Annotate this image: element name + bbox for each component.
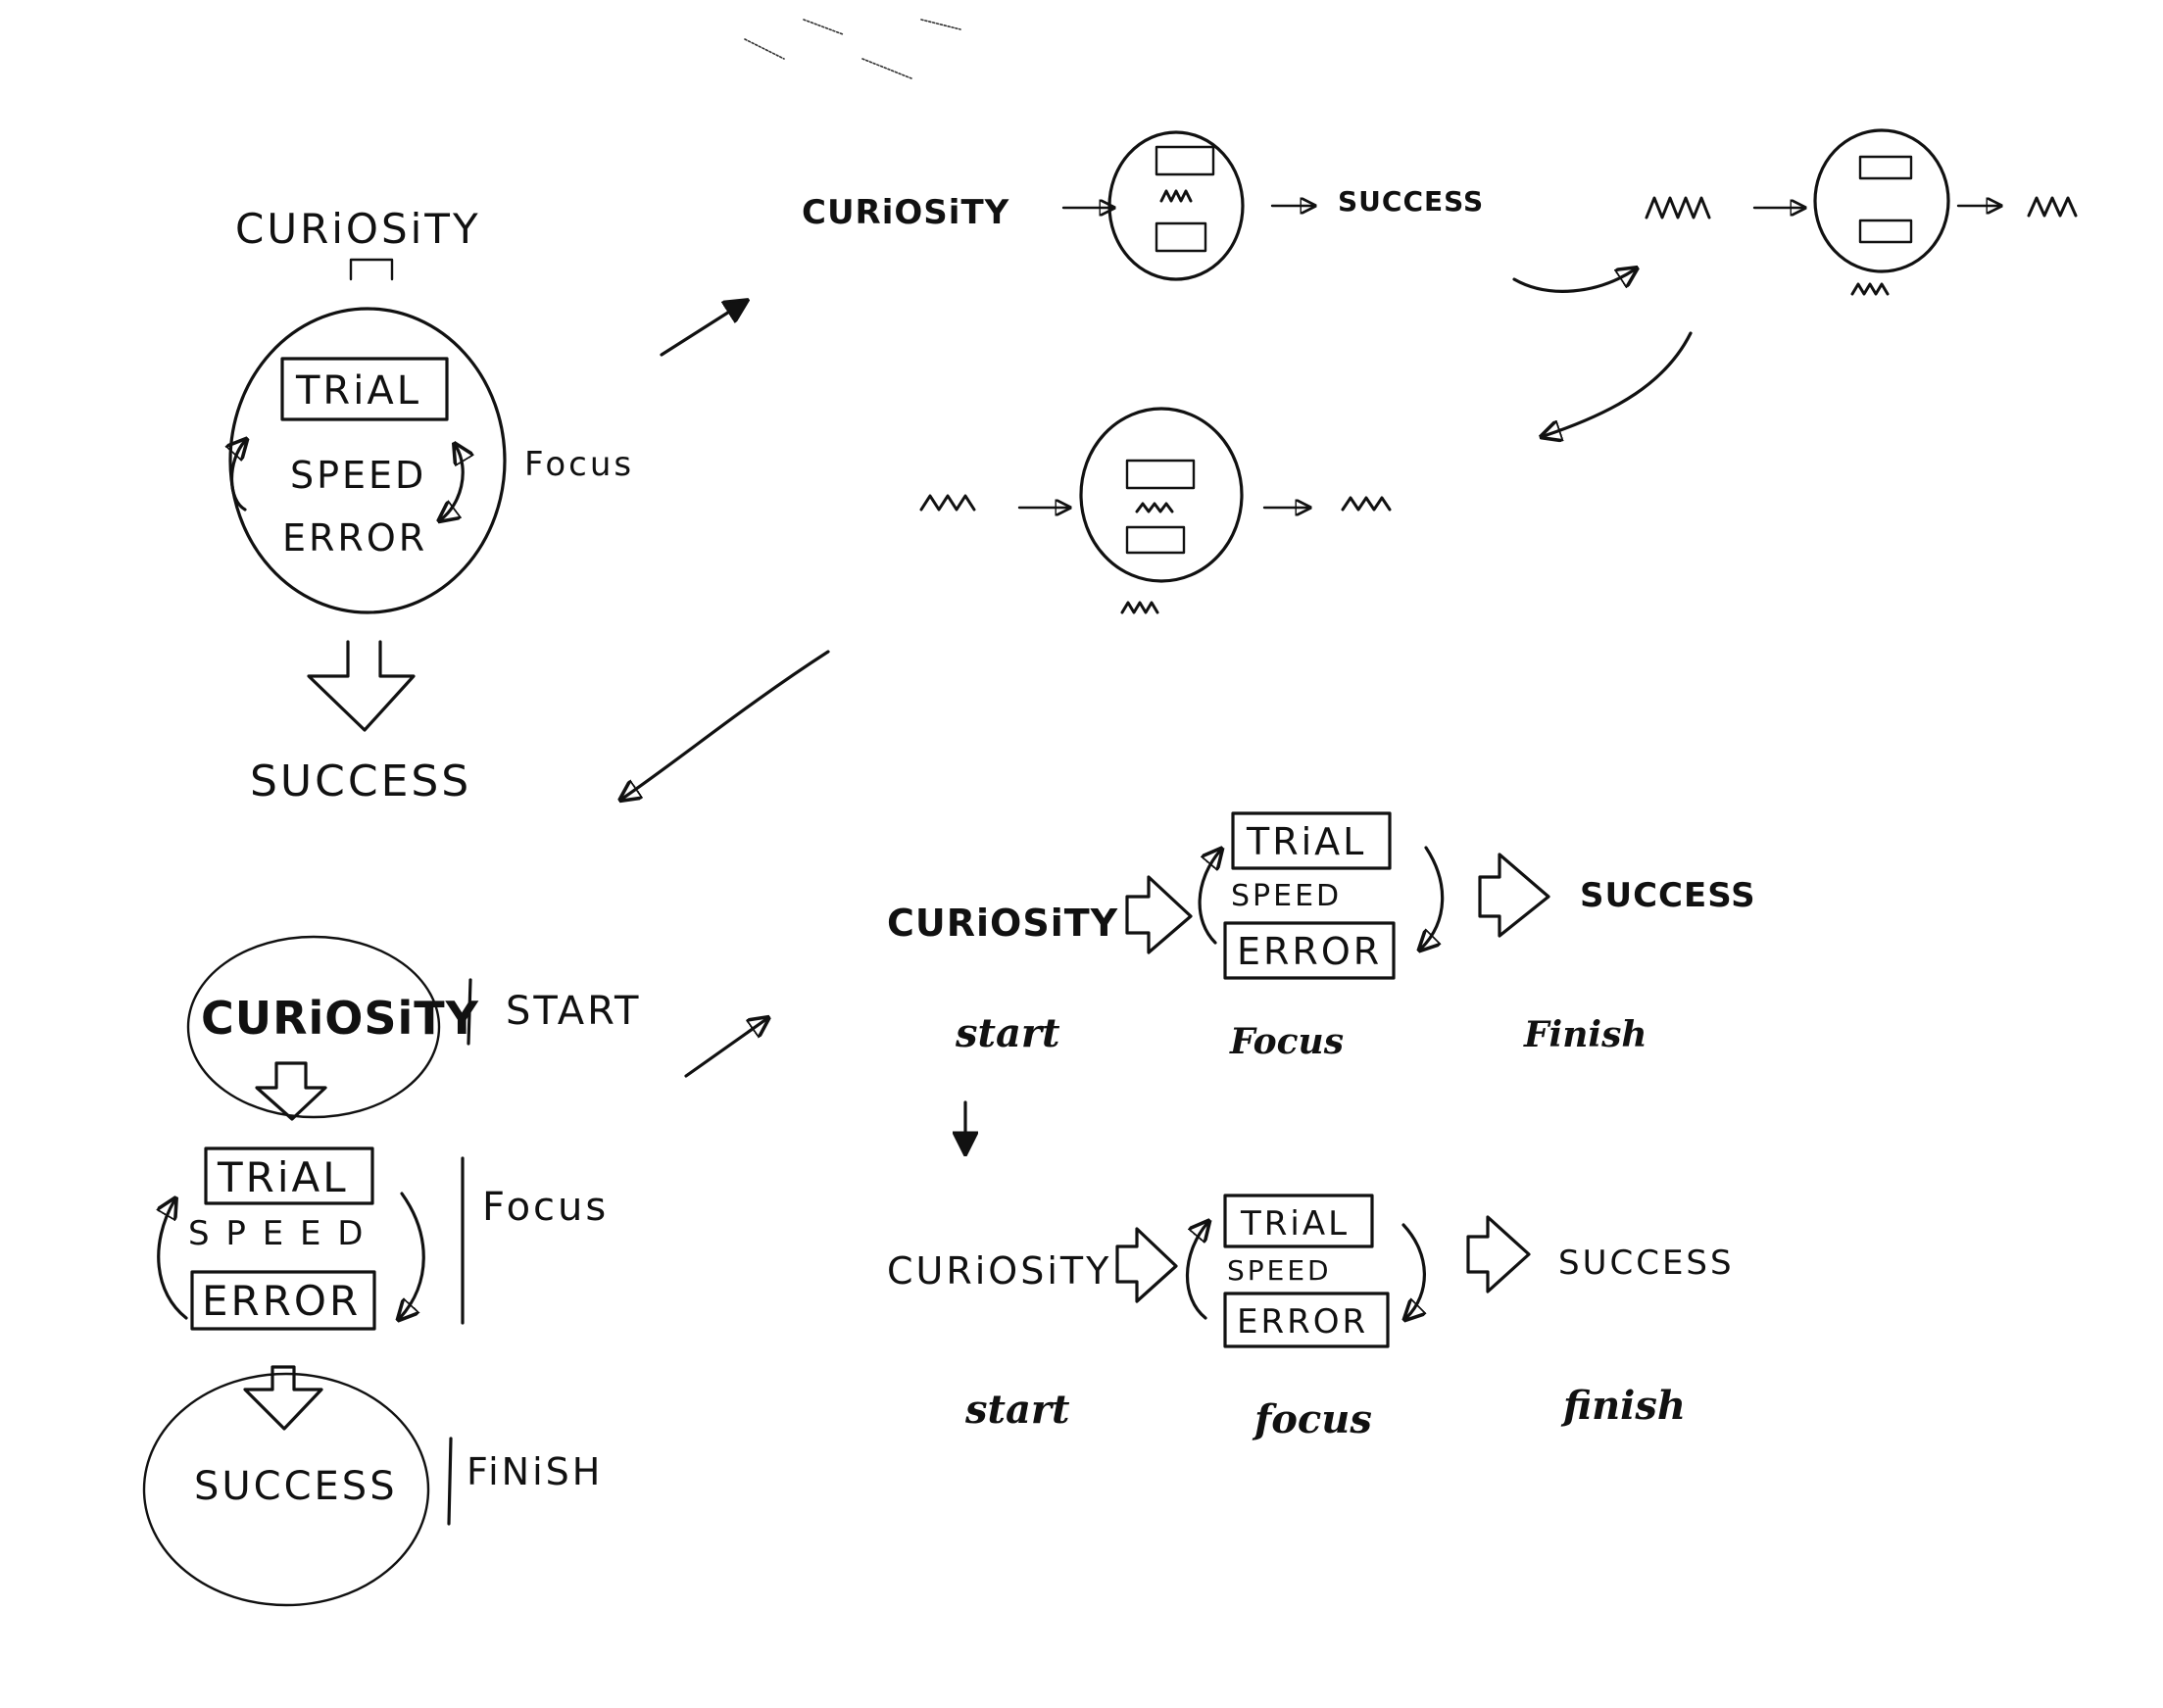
sketch3-box-2: [1858, 219, 1913, 244]
sketch7-arrow-2: [1466, 1215, 1531, 1293]
sketch5-start-label: START: [506, 989, 641, 1034]
sketch6-loop-left: [1198, 851, 1220, 945]
sketch6-loop-right: [1421, 846, 1445, 949]
sketch4-box-2: [1125, 525, 1186, 555]
sketch2-box-2: [1155, 221, 1207, 253]
sketch1-loop-arrow-right: [441, 446, 463, 519]
sketch5-curiosity-label: CURiOSiTY: [201, 992, 479, 1045]
sketch1-error-label: ERROR: [282, 516, 427, 560]
sketch-7-horizontal-flow: CURiOSiTY TRiAL SPEED ERROR SUCCESS star…: [887, 1194, 1735, 1442]
sketch3-scribble-left: [1645, 196, 1711, 220]
sketch7-curiosity-label: CURiOSiTY: [887, 1249, 1111, 1293]
sketch7-arrow-1: [1115, 1227, 1178, 1303]
sketch4-box-1: [1125, 459, 1196, 490]
sketch4-circle: [1079, 407, 1244, 583]
sketch7-trial-box: [1223, 1194, 1374, 1248]
sketch6-start-label: start: [955, 1010, 1060, 1056]
sketch2-success-label: SUCCESS: [1338, 185, 1484, 218]
sketch7-error-label: ERROR: [1237, 1302, 1368, 1342]
sketch6-trial-label: TRiAL: [1246, 820, 1366, 863]
sketch5-loop-right: [400, 1192, 425, 1318]
arrow-to-sketch-5: [622, 650, 830, 799]
sketch7-loop-right: [1403, 1223, 1424, 1318]
sketch6-trial-box: [1231, 811, 1392, 870]
sketch3-curve-arrow-down: [1544, 331, 1693, 436]
sketch2-curiosity-label: CURiOSiTY: [802, 193, 1009, 232]
sketch3-box-1: [1858, 155, 1913, 180]
sketch-3-placeholder-flow: [1512, 128, 2078, 436]
sketch5-curiosity-circle: [186, 935, 441, 1119]
sketch3-scribble-bottom: [1850, 282, 1890, 296]
sketch-2-compact-flow: CURiOSiTY SUCCESS: [802, 130, 1484, 281]
sketch5-success-label: SUCCESS: [194, 1464, 398, 1509]
sketch3-curve-arrow-in: [1512, 269, 1635, 293]
sketch5-focus-label: Focus: [482, 1185, 609, 1230]
paper-speckle: [744, 19, 961, 79]
sketch7-trial-label: TRiAL: [1240, 1204, 1350, 1244]
sketch-5-vertical-flow: CURiOSiTY START TRiAL S P E E D ERROR Fo…: [142, 935, 641, 1607]
sketch6-arrow-1: [1125, 875, 1193, 954]
sketch2-scribble: [1159, 189, 1193, 203]
sketch6-arrow-2: [1478, 853, 1550, 938]
sketch6-curiosity-label: CURiOSiTY: [887, 902, 1118, 945]
sketch5-speed-label: S P E E D: [188, 1214, 366, 1253]
sketch3-scribble-right: [2027, 196, 2078, 218]
sketch5-finish-divider: [447, 1437, 453, 1526]
sketch6-finish-label: Finish: [1523, 1014, 1647, 1055]
sketch7-error-box: [1223, 1292, 1390, 1348]
sketch1-trial-label: TRiAL: [295, 368, 421, 414]
sketch-6-horizontal-flow: CURiOSiTY TRiAL SPEED ERROR SUCCESS star…: [887, 811, 1756, 1151]
sketch-4-placeholder-flow: [919, 407, 1392, 614]
arrow-to-sketch-6: [684, 1019, 766, 1078]
sketch5-finish-label: FiNiSH: [467, 1450, 603, 1493]
sketch1-down-arrow: [307, 640, 416, 732]
sketch6-focus-label: Focus: [1229, 1021, 1344, 1062]
sketch5-down-arrow-2: [243, 1365, 323, 1431]
sketch6-error-box: [1223, 921, 1396, 980]
sketch4-scribble-left: [919, 494, 976, 512]
sketch5-error-label: ERROR: [202, 1277, 361, 1325]
arrow-to-sketch-2: [660, 302, 745, 357]
sketch4-scribble-bottom: [1120, 601, 1159, 614]
sketch6-speed-label: SPEED: [1231, 879, 1342, 913]
sketch1-curiosity-label: CURiOSiTY: [235, 205, 481, 253]
sketch4-scribble-right: [1341, 496, 1392, 512]
sketch5-success-circle: [142, 1372, 430, 1607]
sketch5-trial-box: [204, 1147, 374, 1205]
sketch1-speed-label: SPEED: [290, 454, 426, 497]
sketch5-error-box: [190, 1270, 376, 1331]
sketch7-focus-label: focus: [1252, 1396, 1372, 1442]
sketch5-start-divider: [467, 978, 472, 1046]
sketch1-trial-box: [280, 357, 449, 421]
sketch6-success-label: SUCCESS: [1580, 876, 1756, 915]
sketch7-speed-label: SPEED: [1227, 1254, 1332, 1287]
sketch5-loop-left: [159, 1200, 188, 1320]
sketch1-loop-arrow-left: [232, 441, 246, 512]
sketch2-box-1: [1155, 145, 1215, 176]
sketch7-success-label: SUCCESS: [1558, 1244, 1735, 1283]
sketch5-down-arrow-1: [255, 1061, 327, 1121]
sketch3-circle: [1813, 128, 1950, 273]
sketch7-loop-left: [1185, 1223, 1207, 1320]
sketch5-trial-label: TRiAL: [217, 1153, 349, 1201]
sketch1-success-label: SUCCESS: [250, 756, 471, 806]
sketch4-scribble-mid: [1135, 502, 1174, 513]
sketch1-curiosity-bracket: [349, 258, 394, 281]
sketch-1-circle-diagram: CURiOSiTY TRiAL SPEED ERROR Focus SUCCES…: [230, 205, 634, 806]
sketch6-error-label: ERROR: [1237, 930, 1382, 973]
sketch2-circle: [1107, 130, 1245, 281]
sketch7-start-label: start: [964, 1387, 1070, 1433]
sketch1-focus-label: Focus: [524, 445, 634, 484]
sketch7-finish-label: finish: [1560, 1383, 1686, 1429]
